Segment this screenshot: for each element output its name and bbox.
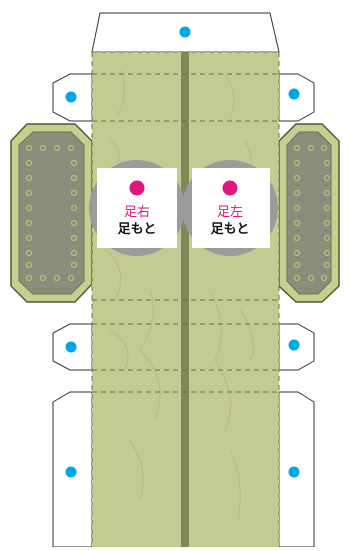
glue-tab-dot-middle-left bbox=[65, 341, 77, 353]
right-side-panel bbox=[278, 123, 340, 303]
glue-tab-dot-upper-left bbox=[65, 91, 77, 103]
glue-tab-dot-top bbox=[179, 26, 191, 38]
left-side-panel bbox=[10, 123, 93, 303]
foot-right-label: 足右 bbox=[123, 205, 150, 220]
glue-tab-dot-middle-right bbox=[288, 339, 300, 351]
foot-right-sublabel: 足もと bbox=[117, 222, 157, 237]
foot-left-sublabel: 足もと bbox=[210, 222, 250, 237]
glue-tab-dot-bottom-right bbox=[288, 466, 300, 478]
glue-tab-dot-upper-right bbox=[288, 88, 300, 100]
glue-tab-dot-bottom-left bbox=[65, 466, 77, 478]
foot-left-disc bbox=[182, 160, 278, 256]
foot-left-label: 足左 bbox=[216, 205, 243, 220]
foot-left-marker bbox=[222, 180, 238, 196]
foot-right-marker bbox=[129, 180, 145, 196]
fold-lines bbox=[91, 51, 280, 547]
mat-texture bbox=[104, 69, 254, 521]
foot-right-disc bbox=[89, 160, 185, 256]
